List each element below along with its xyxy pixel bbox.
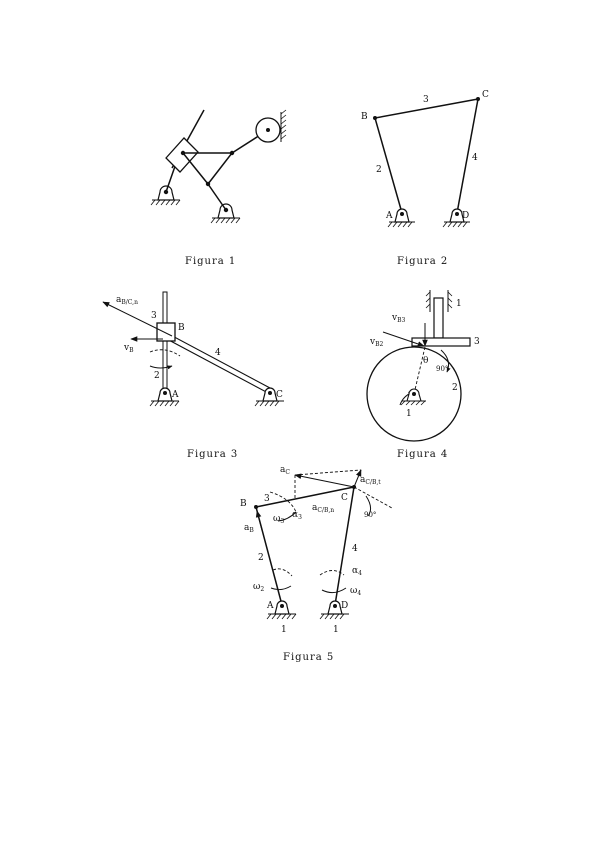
label-2: 2 xyxy=(154,371,160,381)
label-90-deg: 90° xyxy=(436,365,448,373)
guide-rod xyxy=(162,291,168,393)
label-alpha-4: α4 xyxy=(352,566,362,577)
ground-a xyxy=(387,208,415,228)
label-a: A xyxy=(266,601,274,611)
label-b: B xyxy=(240,499,247,509)
label-b: B xyxy=(178,323,185,333)
caption-figura-3: Figura 3 xyxy=(187,449,238,460)
ground-support-right xyxy=(210,203,241,224)
label-ground-1-left: 1 xyxy=(281,625,287,635)
caption-figura-2: Figura 2 xyxy=(397,256,448,267)
label-c: C xyxy=(482,90,489,100)
label-d: D xyxy=(462,211,469,221)
label-a-b: aB xyxy=(244,523,254,534)
label-1-top: 1 xyxy=(456,299,462,309)
slider-block xyxy=(165,137,199,173)
label-c: C xyxy=(341,493,348,503)
figure-4: vB3 vB2 1 3 θ 90° 2 1 Figura 4 xyxy=(366,290,480,460)
label-a: A xyxy=(171,390,179,400)
ternary-link xyxy=(181,152,234,186)
caption-figura-4: Figura 4 xyxy=(397,449,448,460)
label-2: 2 xyxy=(452,383,458,393)
label-2: 2 xyxy=(376,165,382,175)
label-theta: θ xyxy=(423,356,428,366)
caption-figura-5: Figura 5 xyxy=(283,652,334,663)
arrow-a-b xyxy=(255,510,263,531)
label-omega-3: ω3 xyxy=(273,514,284,525)
link-2 xyxy=(374,117,403,214)
label-c: C xyxy=(276,390,283,400)
link-3 xyxy=(374,98,479,119)
figure-1: Figura 1 xyxy=(150,109,287,267)
label-2: 2 xyxy=(258,553,264,563)
label-3: 3 xyxy=(423,95,429,105)
label-a-c: aC xyxy=(280,465,290,476)
label-omega-4: ω4 xyxy=(350,586,361,597)
label-alpha-3: α3 xyxy=(292,510,302,521)
figure-5: aC aC/B,t B 3 C aC/B,n ω3 α3 90° aB 2 4 … xyxy=(240,465,393,663)
link-lower xyxy=(207,183,227,211)
link-4 xyxy=(456,98,479,214)
label-b: B xyxy=(361,112,368,122)
label-90-deg: 90° xyxy=(364,511,376,519)
ground-a5 xyxy=(266,600,297,620)
label-a: A xyxy=(385,211,393,221)
label-omega-2: ω2 xyxy=(253,582,264,593)
ground-a3 xyxy=(149,387,180,407)
label-a-cb-n: aC/B,n xyxy=(312,503,334,514)
label-v-b: vB xyxy=(123,343,134,354)
label-4: 4 xyxy=(352,544,358,554)
guide-walls xyxy=(425,290,453,312)
caption-figura-1: Figura 1 xyxy=(185,256,236,267)
link-4 xyxy=(334,486,355,606)
label-d: D xyxy=(341,601,348,611)
ground-d5 xyxy=(319,600,349,620)
ground-support-left xyxy=(150,185,181,206)
label-ground-1-right: 1 xyxy=(333,625,339,635)
follower-stem xyxy=(433,297,444,339)
label-a-bc-n: aB/C,n xyxy=(116,295,138,306)
figure-3: aB/C,n vB 3 B 4 2 A C Figura 3 xyxy=(102,291,284,460)
figure-2: B C 3 2 4 A D Figura 2 xyxy=(361,90,489,267)
arrow-a-bc-n xyxy=(102,301,173,337)
label-v-b2: vB2 xyxy=(369,337,384,348)
label-4: 4 xyxy=(472,153,478,163)
label-1-bottom: 1 xyxy=(406,409,412,419)
arrow-v-b2 xyxy=(382,331,425,347)
wall-ground xyxy=(280,109,287,142)
label-3: 3 xyxy=(151,311,157,321)
label-3: 3 xyxy=(264,494,270,504)
label-v-b3: vB3 xyxy=(391,313,406,324)
label-3: 3 xyxy=(474,337,480,347)
link-3 xyxy=(255,486,355,508)
ground-d xyxy=(442,208,470,228)
arrow-a-c xyxy=(294,473,355,488)
slider-b xyxy=(156,322,176,342)
label-a-cb-t: aC/B,t xyxy=(360,475,381,486)
pivot-o xyxy=(400,388,426,406)
link-4-bar xyxy=(164,331,271,395)
ground-c3 xyxy=(254,387,284,407)
arrow-a-cb-t xyxy=(353,469,362,488)
label-4: 4 xyxy=(215,348,221,358)
